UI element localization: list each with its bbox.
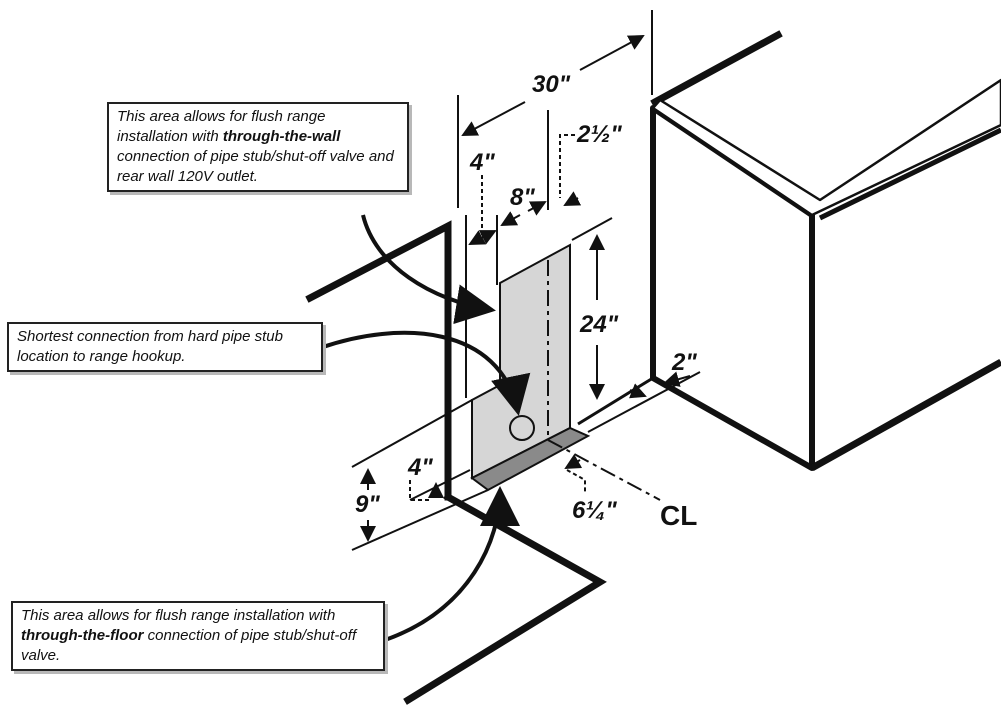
dim-2-ext xyxy=(587,371,701,433)
range-cabinet xyxy=(577,78,1001,472)
dim-24-top-ext xyxy=(571,217,613,241)
dim-2-5-leader xyxy=(559,134,575,198)
rear-wall-top-line xyxy=(650,30,783,107)
dim-label-9: 9" xyxy=(355,491,380,518)
dim-label-4-low: 4" xyxy=(407,454,433,481)
callout-shortest-connection: Shortest connection from hard pipe stub … xyxy=(7,322,323,372)
dim-2-arrow-b xyxy=(663,371,691,387)
dim-30-arrow-right xyxy=(579,35,645,71)
centerline-label: CL xyxy=(660,500,697,531)
callout-arrows xyxy=(319,214,531,642)
cabinet-countertop xyxy=(651,78,1001,217)
pipe-stub-circle xyxy=(509,415,535,441)
dim-2-5-arrow xyxy=(563,191,582,206)
dim-label-2: 2" xyxy=(671,349,697,376)
dim-4-low-leader xyxy=(409,480,430,501)
cabinet-base-line xyxy=(810,358,1001,472)
dim-label-6-25: 6¼" xyxy=(572,497,617,524)
callout-wall-emphasis: through-the-wall xyxy=(222,128,341,145)
dim-9-top-ext xyxy=(351,399,473,468)
dim-8-arrow-a xyxy=(500,211,521,226)
callout-through-the-wall: This area allows for flush range install… xyxy=(107,102,409,192)
floor-edge xyxy=(403,492,607,705)
callout-wall-text-b: connection of pipe stub/shut-off valve a… xyxy=(117,148,394,185)
dim-4-arrow-a xyxy=(468,230,487,245)
through-the-floor-area xyxy=(470,426,591,492)
dim-6-25-leader xyxy=(566,469,586,492)
callout-floor-emphasis: through-the-floor xyxy=(21,627,144,644)
callout-floor-text-b: connection of pipe stub/shut-off valve. xyxy=(21,627,357,664)
dim-label-8: 8" xyxy=(510,184,535,211)
left-wall-corner xyxy=(305,220,452,501)
dim-label-4-top: 4" xyxy=(469,149,495,176)
dim-8-arrow-b xyxy=(527,201,547,216)
callout-floor-text-a: This area allows for flush range install… xyxy=(21,607,336,624)
dim-label-2-5: 2½" xyxy=(576,121,622,148)
callout-shortest-text: Shortest connection from hard pipe stub … xyxy=(17,328,283,365)
centerline-floor xyxy=(547,439,661,501)
callout-through-the-floor: This area allows for flush range install… xyxy=(11,601,385,671)
shortest-callout-arrow xyxy=(319,330,531,416)
dim-6-25-arrow xyxy=(564,454,583,469)
countertop-edge xyxy=(818,127,1001,221)
dim-label-30: 30" xyxy=(532,71,571,98)
callout-wall-text-a: This area allows for flush range install… xyxy=(117,108,326,145)
dim-2-arrow-a xyxy=(629,383,647,399)
floor-callout-arrow xyxy=(384,486,520,642)
wall-callout-arrow xyxy=(361,214,496,324)
dim-30-arrow-left xyxy=(461,101,526,136)
dimension-lines xyxy=(351,10,701,551)
dim-4-arrow-b xyxy=(478,230,497,245)
dim-label-24: 24" xyxy=(579,311,619,338)
